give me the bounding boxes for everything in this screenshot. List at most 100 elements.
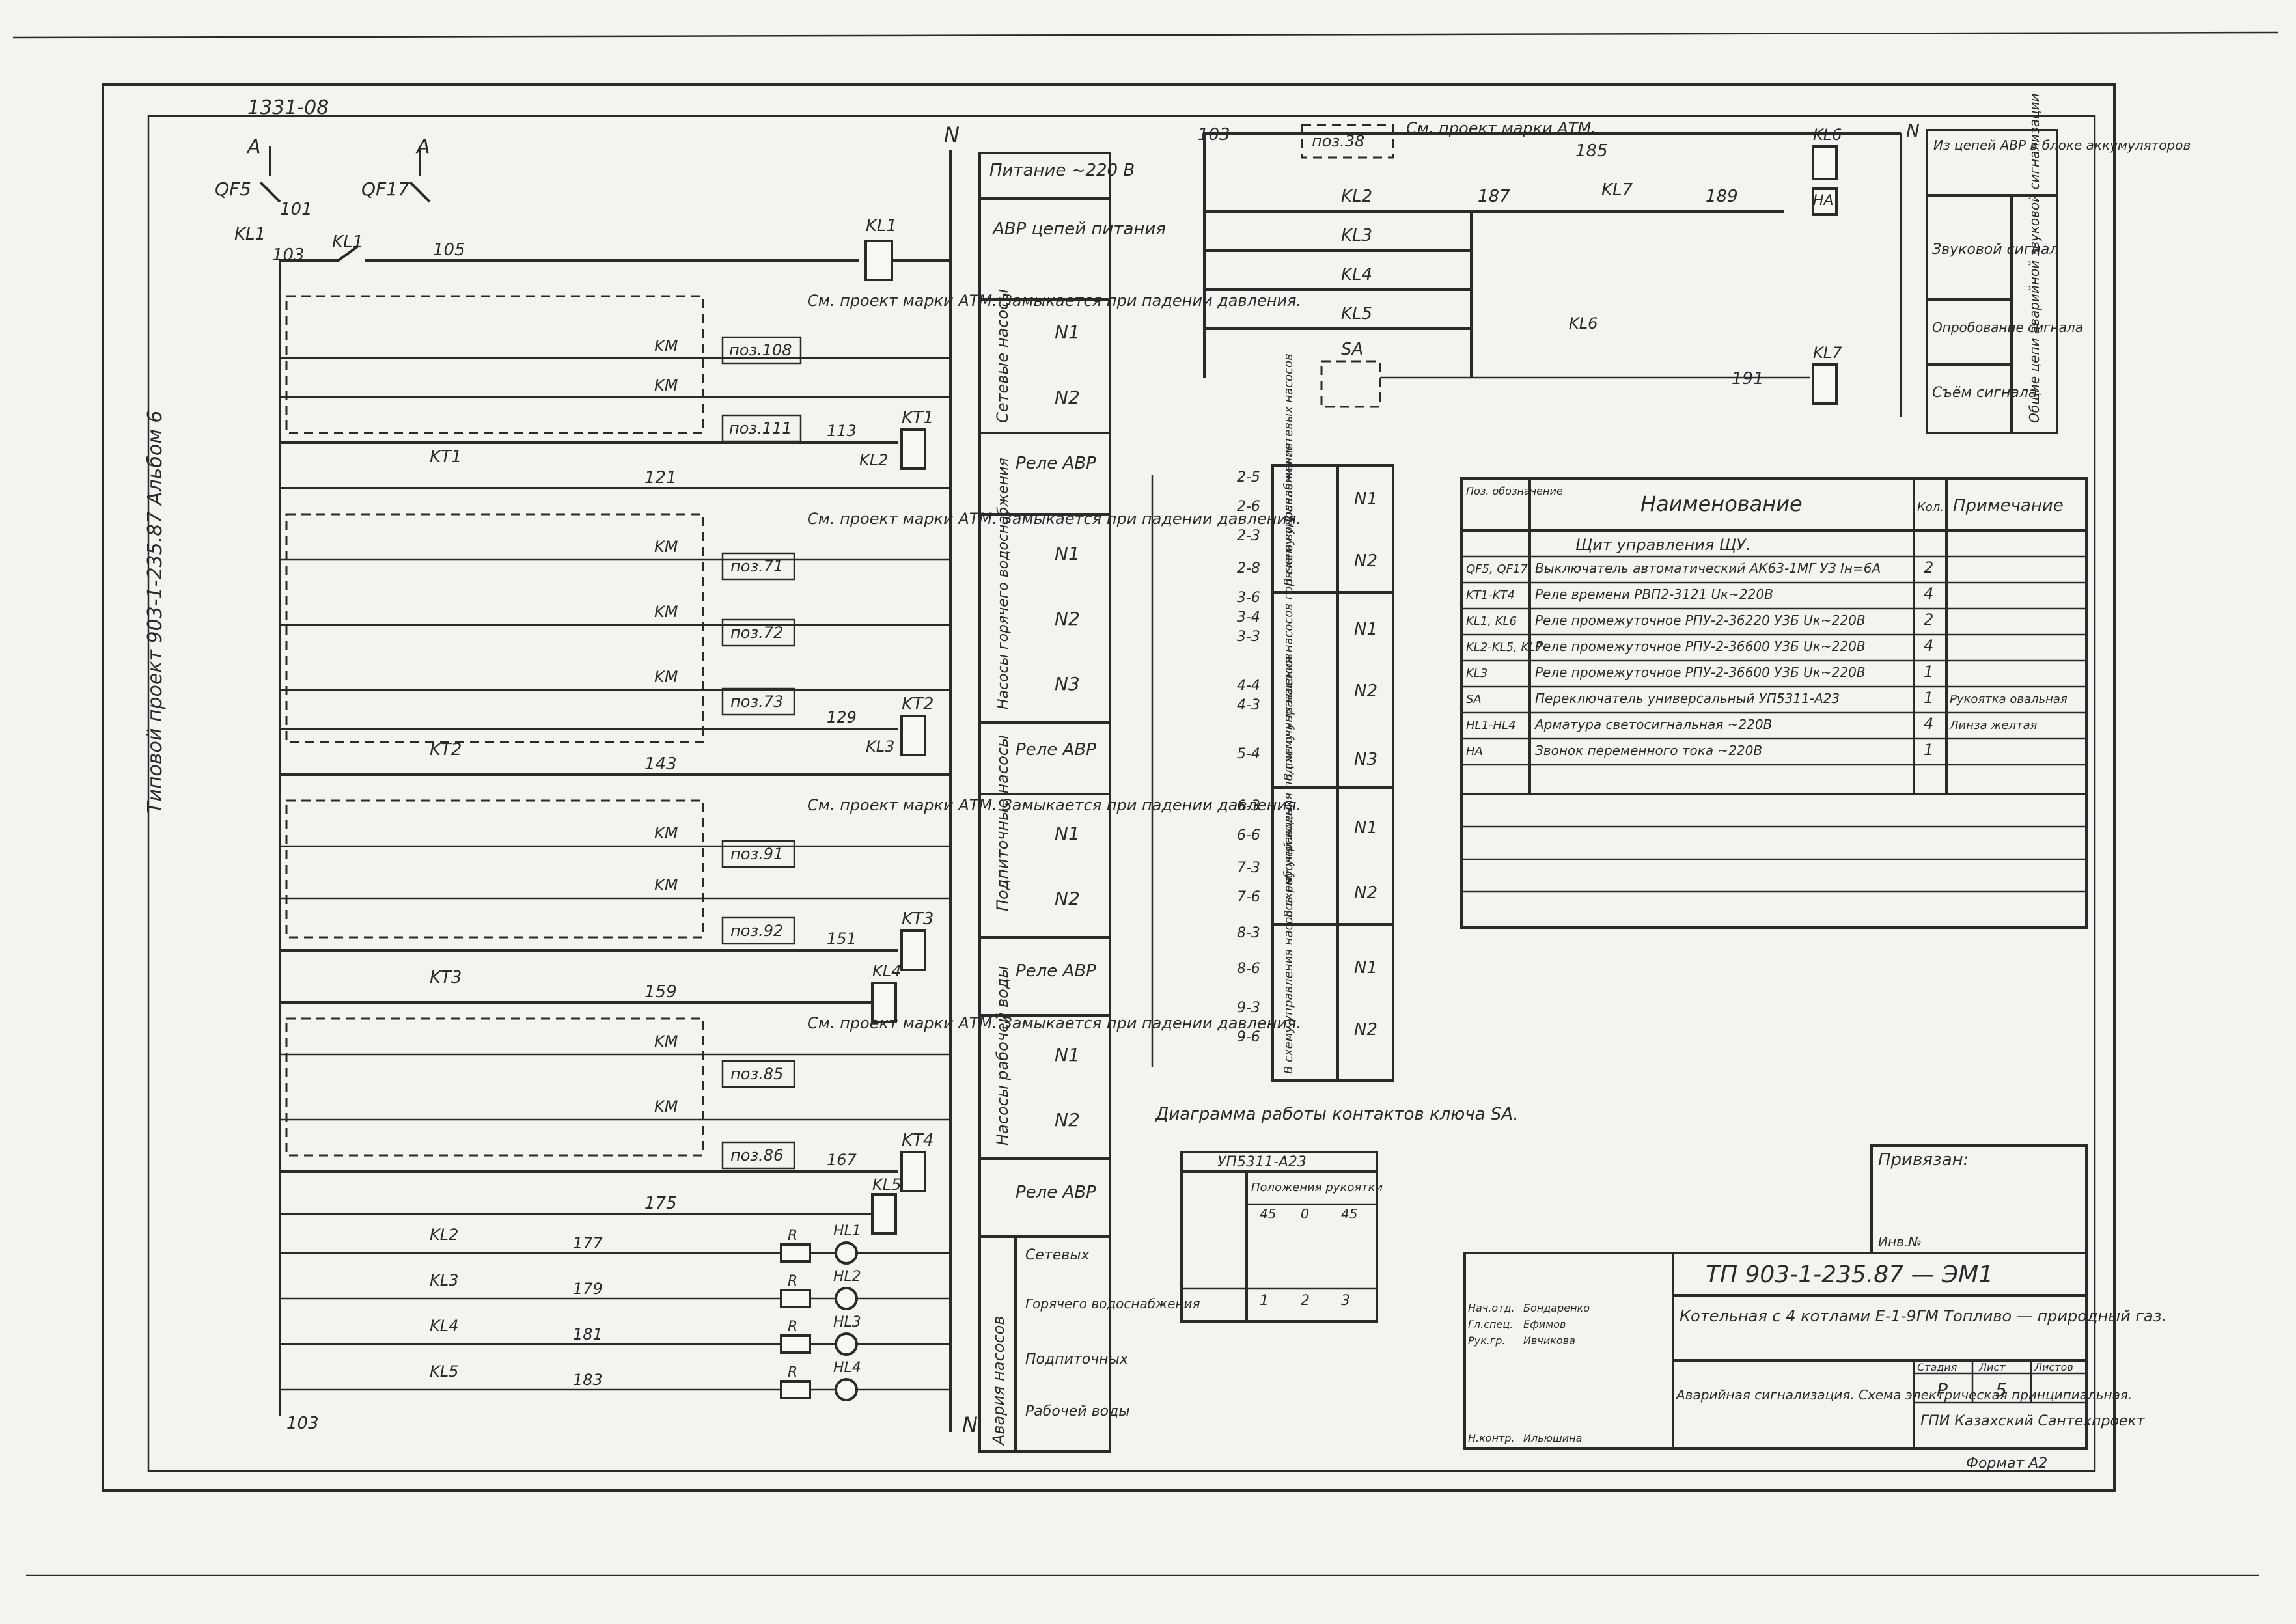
ha-bell xyxy=(1812,187,1838,216)
sound-kl4: KL4 xyxy=(1341,265,1372,284)
dest-n-9: N2 xyxy=(1354,1020,1377,1039)
term-9: 4-3 xyxy=(1237,697,1260,713)
dest-group-3: В схему управления подпиточных насосов xyxy=(1282,654,1295,918)
top-edge-line xyxy=(12,31,2279,39)
r3 xyxy=(780,1334,811,1354)
inner-frame xyxy=(147,115,2096,1472)
kl1-coil-label: KL1 xyxy=(866,216,897,236)
dest-n-1: N1 xyxy=(1354,489,1377,509)
legend-group-2: Сетевые насосы xyxy=(993,289,1012,423)
spec-row-1-qty: 2 xyxy=(1924,558,1933,577)
km-g3b: KM xyxy=(654,876,678,894)
sa-diagram-table xyxy=(1180,1151,1378,1323)
dest-group-4: В схему управления насосов рабочей воды xyxy=(1282,806,1295,1074)
spec-row-5-name: Реле промежуточное РПУ-2-36600 У3Б Uк~22… xyxy=(1535,665,1866,680)
kl6-coil-label: KL6 xyxy=(1813,126,1842,144)
neutral-top-label: N xyxy=(944,122,960,147)
w187-label: 187 xyxy=(1478,187,1510,206)
w179-label: 179 xyxy=(573,1280,603,1298)
km-g2a: KM xyxy=(654,538,678,556)
r3-label: R xyxy=(788,1319,797,1335)
spec-row: SA Переключатель универсальный УП5311-А2… xyxy=(1461,685,2086,707)
legend-group-8: Насосы рабочей воды xyxy=(993,966,1012,1146)
tb-role-1: Нач.отд. xyxy=(1468,1302,1515,1314)
pos73: поз.73 xyxy=(730,693,783,711)
group3-dashed xyxy=(285,799,704,939)
spec-row-6-note: Рукоятка овальная xyxy=(1950,693,2068,706)
legend-group-9: Реле АВР xyxy=(1016,1183,1096,1202)
pos92: поз.92 xyxy=(730,922,783,940)
spec-row-7-pos: HL1-HL4 xyxy=(1466,719,1516,732)
lamp-row-4: KL5 183 R HL4 xyxy=(280,1360,950,1401)
term-10: 5-4 xyxy=(1237,746,1260,762)
tb-role-4: Н.контр. xyxy=(1468,1432,1515,1444)
kl4-coil-label: KL4 xyxy=(872,962,901,980)
term-4: 2-8 xyxy=(1237,560,1260,577)
kt4-coil-label: KT4 xyxy=(902,1131,934,1150)
kt2-contact-label: KT2 xyxy=(430,740,462,760)
km-g2c: KM xyxy=(654,668,678,686)
spec-h-pos: Поз. обозначение xyxy=(1466,485,1563,497)
sound-row-2: Опробование сигнала xyxy=(1932,320,2083,335)
qf17-label: QF17 xyxy=(361,178,409,200)
supply-label: Питание ~220 В xyxy=(989,161,1135,180)
pos92-box xyxy=(721,916,795,945)
w177-label: 177 xyxy=(573,1234,603,1252)
spec-row-6-name: Переключатель универсальный УП5311-А23 xyxy=(1535,691,1840,706)
w101-label: 101 xyxy=(280,200,312,219)
kl6-coil xyxy=(1812,145,1838,180)
alarm-item-2: Горячего водоснабжения xyxy=(1025,1296,1200,1312)
spec-row-2-qty: 4 xyxy=(1924,585,1933,603)
term-17: 9-3 xyxy=(1237,1000,1260,1016)
spec-table xyxy=(1460,477,2088,929)
w105-label: 105 xyxy=(433,240,465,260)
legend-g4-n2: N2 xyxy=(1055,608,1080,629)
hl1-label: HL1 xyxy=(833,1223,861,1239)
kl1-contact xyxy=(337,245,359,262)
spec-row: KL3 Реле промежуточное РПУ-2-36600 У3Б U… xyxy=(1461,659,2086,681)
legend-g4-n1: N1 xyxy=(1055,543,1080,564)
tb-role-3: Рук.гр. xyxy=(1468,1334,1506,1347)
pos86: поз.86 xyxy=(730,1146,783,1164)
title-block xyxy=(1463,1252,2088,1450)
legend-g4-n3: N3 xyxy=(1055,673,1080,695)
w159-label: 159 xyxy=(644,982,677,1002)
pos91-box xyxy=(721,840,795,868)
pos73-box xyxy=(721,687,795,716)
kl5-coil xyxy=(871,1193,897,1235)
pos111: поз.111 xyxy=(729,419,792,437)
dest-group-2: В схему управления насосов горячего водо… xyxy=(1282,443,1295,781)
sound-kl2: KL2 xyxy=(1341,187,1372,206)
sound-kl3: KL3 xyxy=(1341,226,1372,245)
tb-name-2: Ефимов xyxy=(1523,1318,1566,1330)
term-6: 3-4 xyxy=(1237,609,1260,626)
alarm-title: Авария насосов xyxy=(989,1316,1008,1446)
sound-legend-header: Из цепей АВР в блоке аккумуляторов xyxy=(1933,137,2191,153)
spec-row-4-name: Реле промежуточное РПУ-2-36600 У3Б Uк~22… xyxy=(1535,639,1866,654)
tb-code: ТП 903-1-235.87 — ЭМ1 xyxy=(1706,1261,1993,1288)
dest-n-3: N1 xyxy=(1354,620,1377,639)
outer-frame xyxy=(102,83,2116,1492)
legend-g8-n1: N1 xyxy=(1055,1044,1080,1066)
sa-contact-1: 1 xyxy=(1260,1293,1269,1309)
atm-note-3: См. проект марки АТМ. Замыкается при пад… xyxy=(807,796,1301,814)
term-16: 8-6 xyxy=(1237,961,1260,977)
spec-row-8-qty: 1 xyxy=(1924,741,1933,759)
attached-label: Привязан: xyxy=(1878,1150,1969,1170)
kt2-coil-label: KT2 xyxy=(902,695,934,714)
pos38: поз.38 xyxy=(1312,132,1364,150)
w143-label: 143 xyxy=(644,754,677,774)
sa-diagram-title: Диаграмма работы контактов ключа SA. xyxy=(1155,1105,1519,1124)
km-g1a: KM xyxy=(654,337,678,355)
doc-number: 1331-08 xyxy=(247,96,329,119)
pos72-box xyxy=(721,618,795,647)
kt4-coil xyxy=(900,1151,926,1192)
r4 xyxy=(780,1380,811,1399)
tb-name-1: Бондаренко xyxy=(1523,1302,1590,1314)
sound-row-1: Звуковой сигнал xyxy=(1932,241,2058,258)
dest-n-6: N1 xyxy=(1354,818,1377,838)
legend-group-3: Реле АВР xyxy=(1016,454,1096,473)
terminal-column: 2-5 2-6 2-3 2-8 3-6 3-4 3-3 4-4 4-3 5-4 … xyxy=(1151,469,1260,1067)
